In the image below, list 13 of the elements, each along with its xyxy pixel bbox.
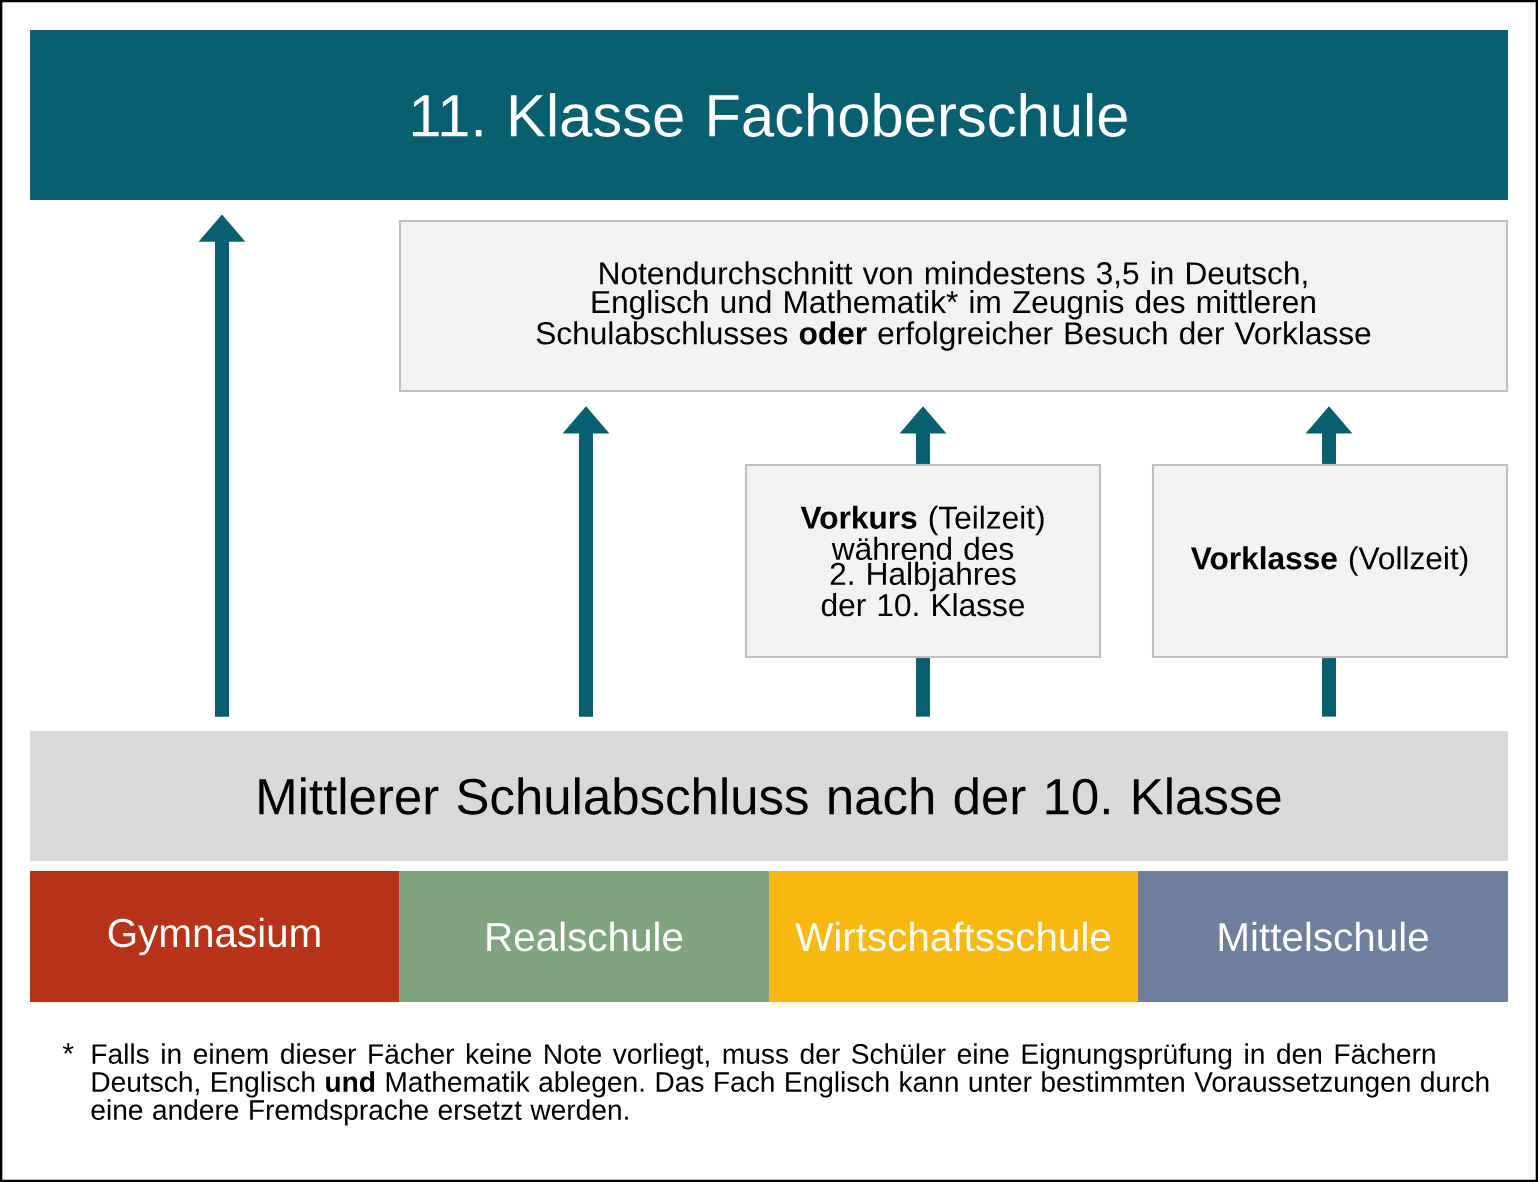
connector-line <box>916 658 930 717</box>
title-banner: 11. Klasse Fachoberschule <box>30 30 1508 200</box>
school-bar: Gymnasium <box>30 871 399 1002</box>
footnote-mark: * <box>62 1043 74 1054</box>
school-bar: Wirtschaftsschule <box>769 871 1138 1002</box>
course-box: Vorkurs (Teilzeit) während des 2. Halbjahres der 10. Klasse <box>744 463 1102 659</box>
school-bar: Realschule <box>399 871 769 1002</box>
qualification-band: Mittlerer Schulabschluss nach der 10. Klasse <box>30 731 1508 861</box>
footnote: Falls in einem dieser Fächer keine Note vorliegt, muss der Schüler eine Eignungsprüfung in den Fächern Deutsch, Englisch und Mathematik ablegen. Das Fach Englisch kann unter bestimmten Voraussetzungen durch eine andere Fremdsprache ersetzt werden. <box>91 1043 1489 1126</box>
school-bar: Mittelschule <box>1138 871 1508 1002</box>
connector-line <box>1322 658 1336 717</box>
condition-box: Notendurchschnitt von mindestens 3,5 in Deutsch, Englisch und Mathematik* im Zeugnis des mittleren Schulabschlusses oder erfolgreicher Besuch der Vorklasse <box>398 219 1509 393</box>
course-box: Vorklasse (Vollzeit) <box>1151 463 1509 659</box>
